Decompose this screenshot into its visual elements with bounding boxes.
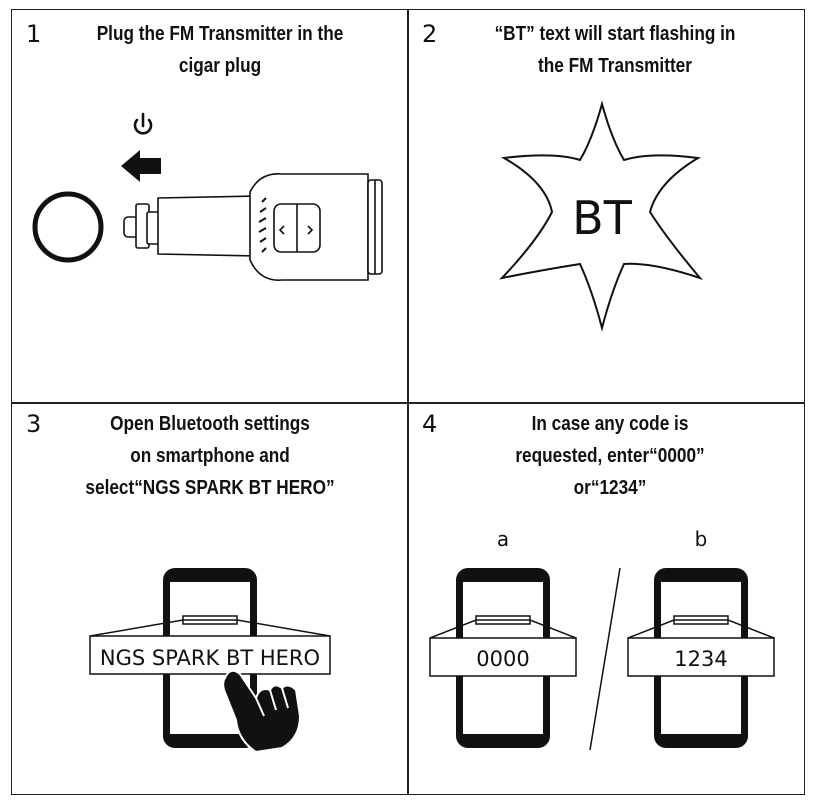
step-3-number: 3 (26, 410, 42, 438)
arrow-left-icon (121, 150, 161, 182)
step-4-illustration: a b 0000 1234 (429, 527, 775, 751)
grid-divider-horizontal (11, 402, 805, 404)
code-a-text: 0000 (476, 647, 529, 671)
step-2-title-line-1: “BT” text will start flashing in (494, 23, 736, 45)
option-a-label: a (497, 527, 509, 551)
power-icon (133, 112, 153, 135)
step-1-title: Plug the FM Transmitter in the cigar plu… (65, 18, 375, 82)
step-2-illustration: BT (499, 100, 704, 332)
step-3-title: Open Bluetooth settings on smartphone an… (55, 408, 365, 504)
code-a-box (429, 637, 577, 677)
step-4-title-line-1: In case any code is (531, 413, 689, 435)
cigar-socket-icon (32, 191, 104, 263)
step-3-title-line-2: on smartphone and (130, 445, 290, 467)
step-3-illustration: NGS SPARK BT HERO (89, 568, 331, 754)
flash-star-icon (499, 100, 704, 332)
step-2-title-line-2: the FM Transmitter (538, 55, 692, 77)
step-2-title: “BT” text will start flashing in the FM … (452, 18, 779, 82)
step-2-number: 2 (422, 20, 438, 48)
step-1-illustration (32, 112, 383, 281)
device-name-text: NGS SPARK BT HERO (100, 646, 320, 670)
step-4-title: In case any code is requested, enter“000… (442, 408, 777, 504)
fm-transmitter-icon (123, 173, 383, 281)
step-4-number: 4 (422, 410, 438, 438)
step-4-title-line-3: or“1234” (573, 477, 647, 499)
step-1-number: 1 (26, 20, 42, 48)
step-1-title-line-2: cigar plug (178, 55, 262, 77)
option-b-label: b (695, 527, 708, 551)
code-b-text: 1234 (674, 647, 727, 671)
step-4-title-line-2: requested, enter“0000” (515, 445, 705, 467)
bt-display-text: BT (572, 191, 633, 245)
pointing-hand-icon (222, 669, 302, 754)
step-3-title-line-3: select“NGS SPARK BT HERO” (85, 477, 335, 499)
separator-slash (589, 567, 621, 751)
device-name-label-box (89, 635, 331, 675)
step-1-title-line-1: Plug the FM Transmitter in the (96, 23, 344, 45)
step-3-title-line-1: Open Bluetooth settings (110, 413, 310, 435)
code-b-box (627, 637, 775, 677)
